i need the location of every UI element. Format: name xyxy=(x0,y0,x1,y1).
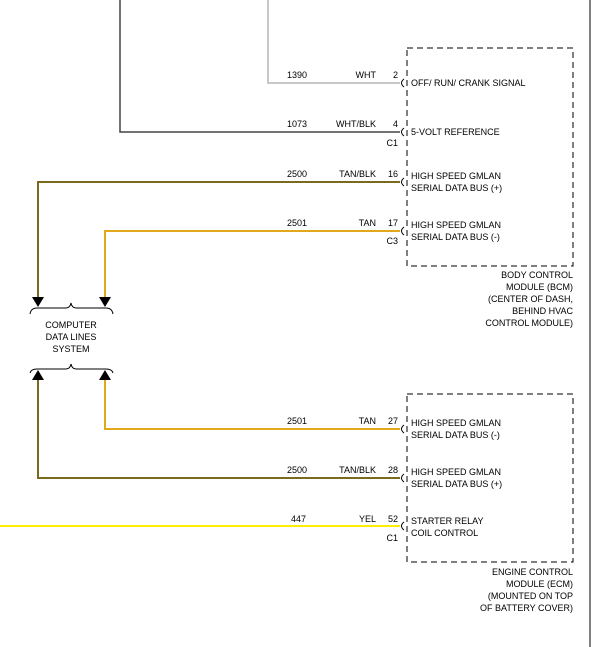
pin-number: 17 xyxy=(388,218,398,228)
arrow-down-right xyxy=(99,297,111,307)
wire-color-label: WHT xyxy=(356,70,377,80)
arrow-up-right xyxy=(99,370,111,380)
connector-label: C1 xyxy=(386,533,398,543)
data-lines-label-1: COMPUTER xyxy=(45,320,97,330)
pin-description: HIGH SPEED GMLAN xyxy=(411,467,501,477)
ecm-label: ENGINE CONTROL MODULE (ECM) (MOUNTED ON … xyxy=(480,567,573,613)
data-lines-label-2: DATA LINES xyxy=(46,332,97,342)
ecm-circuits: 2501 TAN 27 HIGH SPEED GMLAN SERIAL DATA… xyxy=(287,416,502,543)
wire-2500-tanblk-bcm xyxy=(37,181,400,298)
circuit-number: 2500 xyxy=(287,169,307,179)
wire-2501-tan-bcm xyxy=(104,230,400,298)
circuit-number: 1390 xyxy=(287,70,307,80)
pin-description-2: COIL CONTROL xyxy=(411,528,478,538)
ecm-label-line: MODULE (ECM) xyxy=(506,579,573,589)
bcm-label-line: BODY CONTROL xyxy=(501,270,573,280)
pin-number: 4 xyxy=(393,119,398,129)
pin-description-2: SERIAL DATA BUS (+) xyxy=(411,183,502,193)
wire-2501-tan-ecm xyxy=(104,378,400,430)
arrow-down-left xyxy=(32,297,44,307)
pin-description: HIGH SPEED GMLAN xyxy=(411,220,501,230)
wire-color-label: WHT/BLK xyxy=(336,119,376,129)
pin-number: 52 xyxy=(388,514,398,524)
pin-number: 28 xyxy=(388,465,398,475)
ecm-label-line: OF BATTERY COVER) xyxy=(480,603,573,613)
pin-description: HIGH SPEED GMLAN xyxy=(411,418,501,428)
data-lines-label-3: SYSTEM xyxy=(52,344,89,354)
pin-number: 16 xyxy=(388,169,398,179)
circuit-number: 2501 xyxy=(287,416,307,426)
circuit-number: 1073 xyxy=(287,119,307,129)
circuit-number: 2500 xyxy=(287,465,307,475)
bcm-box xyxy=(406,47,574,267)
bcm-label-line: (CENTER OF DASH, xyxy=(488,294,573,304)
wire-color-label: TAN/BLK xyxy=(339,465,376,475)
ecm-box xyxy=(406,393,574,563)
circuit-number: 2501 xyxy=(287,218,307,228)
wire-1073-whtblk xyxy=(119,0,400,133)
circuit-number: 447 xyxy=(291,514,306,524)
pin-description-2: SERIAL DATA BUS (-) xyxy=(411,232,500,242)
connector-symbols xyxy=(401,78,405,531)
pin-description-2: SERIAL DATA BUS (-) xyxy=(411,430,500,440)
pin-description: HIGH SPEED GMLAN xyxy=(411,171,501,181)
connector-label: C3 xyxy=(386,236,398,246)
wire-2500-tanblk-ecm xyxy=(37,378,400,479)
wire-color-label: TAN xyxy=(359,416,376,426)
bcm-circuits: 1390 WHT 2 OFF/ RUN/ CRANK SIGNAL 1073 W… xyxy=(287,70,526,246)
wire-1390-wht xyxy=(267,0,400,84)
pin-description: OFF/ RUN/ CRANK SIGNAL xyxy=(411,78,526,88)
connector-label: C1 xyxy=(386,138,398,148)
ecm-label-line: ENGINE CONTROL xyxy=(492,567,573,577)
arrow-up-left xyxy=(32,370,44,380)
wire-color-label: TAN xyxy=(359,218,376,228)
ecm-label-line: (MOUNTED ON TOP xyxy=(488,591,573,601)
bcm-label: BODY CONTROL MODULE (BCM) (CENTER OF DAS… xyxy=(485,270,573,328)
pin-number: 2 xyxy=(393,70,398,80)
bcm-label-line: MODULE (BCM) xyxy=(506,282,573,292)
bcm-label-line: CONTROL MODULE) xyxy=(485,318,573,328)
pin-description: 5-VOLT REFERENCE xyxy=(411,127,500,137)
wire-color-label: YEL xyxy=(359,514,376,524)
brace-top xyxy=(29,302,114,315)
brace-bottom xyxy=(29,363,114,374)
wire-color-label: TAN/BLK xyxy=(339,169,376,179)
wires xyxy=(0,0,400,527)
pin-number: 27 xyxy=(388,416,398,426)
pin-description: STARTER RELAY xyxy=(411,516,484,526)
arrows xyxy=(32,297,111,380)
bcm-label-line: BEHIND HVAC xyxy=(512,306,573,316)
pin-description-2: SERIAL DATA BUS (+) xyxy=(411,479,502,489)
